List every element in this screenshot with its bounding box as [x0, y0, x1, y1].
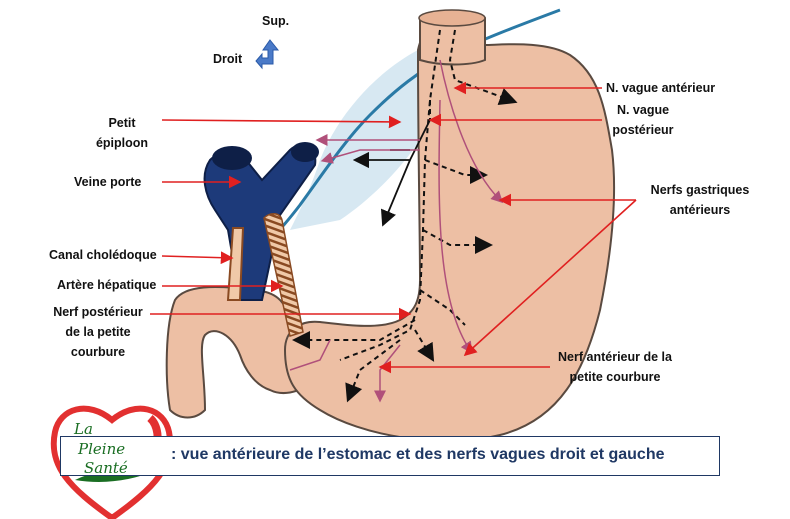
label-nerfs-gastriques: Nerfs gastriques antérieurs — [640, 180, 760, 220]
label-line: de la petite — [65, 325, 131, 339]
caption-box: : vue antérieure de l’estomac et des ner… — [60, 436, 720, 476]
label-line: postérieur — [612, 123, 674, 137]
label-line: Nerfs gastriques — [650, 183, 750, 197]
label-line: épiploon — [95, 136, 149, 150]
label-n-vague-posterieur: N. vague postérieur — [608, 100, 678, 140]
superior-label: Sup. — [262, 14, 290, 28]
label-line: Nerf postérieur — [53, 305, 143, 319]
logo-text-line1: La — [74, 420, 93, 438]
label-line: courbure — [70, 345, 126, 359]
logo: La Pleine Santé — [50, 405, 175, 517]
label-line: antérieurs — [669, 203, 731, 217]
label-line: Nerf antérieur de la — [558, 350, 672, 364]
label-petit-epiploon: Petit épiploon — [92, 113, 152, 153]
corner-arrow-icon — [255, 39, 280, 70]
figure-caption: : vue antérieure de l’estomac et des ner… — [171, 446, 665, 463]
vagus-nerves — [292, 29, 518, 403]
label-veine-porte: Veine porte — [74, 175, 142, 189]
label-line: petite courbure — [569, 370, 661, 384]
right-label: Droit — [213, 52, 243, 66]
label-nerf-posterieur: Nerf postérieur de la petite courbure — [43, 302, 153, 362]
logo-text-line2: Pleine — [78, 440, 126, 458]
label-n-vague-anterieur: N. vague antérieur — [606, 81, 716, 95]
bile-duct — [226, 227, 245, 301]
logo-text-line3: Santé — [84, 459, 128, 477]
label-pointers — [150, 81, 637, 374]
label-nerf-anterieur-petite-courbure: Nerf antérieur de la petite courbure — [550, 347, 680, 387]
label-canal-choledoque: Canal cholédoque — [49, 248, 157, 262]
duodenum — [165, 286, 312, 419]
label-line: N. vague — [616, 103, 670, 117]
label-artere-hepatique: Artère hépatique — [57, 278, 157, 292]
label-line: Petit — [108, 116, 136, 130]
